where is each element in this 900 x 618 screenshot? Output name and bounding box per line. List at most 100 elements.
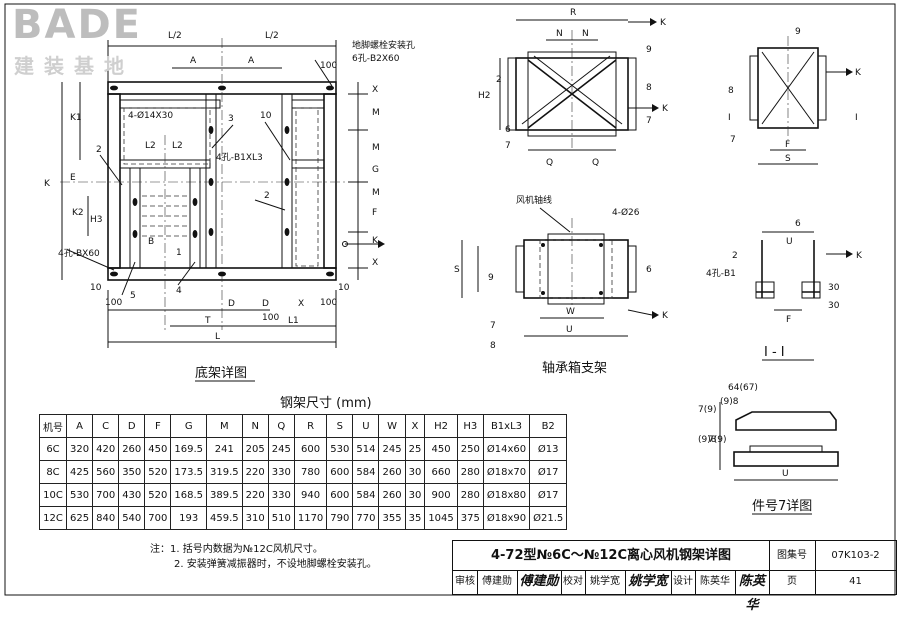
- label-Q-1: Q: [546, 158, 553, 168]
- table-cell: 260: [118, 437, 146, 461]
- table-cell: 600: [326, 460, 354, 484]
- table-cell: 220: [241, 483, 269, 507]
- label-8-plan: 8: [490, 341, 496, 351]
- label-L2-b: L2: [172, 141, 183, 151]
- header-cell: D: [118, 414, 146, 438]
- label-B: B: [148, 237, 154, 247]
- label-anchor-spec: 6孔-B2X60: [352, 53, 400, 64]
- table-header-row: 机号 A C D F G M N Q R S U W X H2 H3 B1xL3…: [39, 414, 568, 438]
- header-cell: B2: [529, 414, 568, 438]
- table-cell: 260: [378, 483, 406, 507]
- side-view: 9 8 7 K I I F S: [728, 27, 862, 165]
- label-100-br: 100: [320, 298, 337, 308]
- drawing-title: 4-72型№6C～№12C离心风机钢架详图: [453, 541, 770, 570]
- table-cell: 193: [170, 506, 208, 530]
- label-R: R: [570, 8, 576, 18]
- table-cell: 350: [118, 460, 146, 484]
- table-cell: Ø18x80: [482, 483, 531, 507]
- label-8-side: 8: [728, 86, 734, 96]
- dimension-table: 机号 A C D F G M N Q R S U W X H2 H3 B1xL3…: [39, 414, 568, 530]
- sheet-border: [4, 3, 896, 596]
- table-cell: 220: [241, 460, 269, 484]
- label-H3: H3: [90, 215, 103, 225]
- label-F-section: F: [786, 315, 791, 325]
- table-cell: 420: [92, 437, 120, 461]
- label-holes-26: 4-Ø26: [612, 207, 640, 218]
- section-view: 6 U 2 4孔-B1 K F 30 30 I - I: [706, 219, 863, 361]
- part7-caption: 件号7详图: [752, 499, 812, 514]
- label-30-a: 30: [828, 283, 840, 293]
- bearing-plan-view: 风机轴线 4-Ø26 S 9 W U 6 7 8 K 轴承箱支架: [454, 194, 669, 376]
- label-2-bearing: 2: [496, 75, 502, 85]
- header-cell: U: [352, 414, 380, 438]
- right-member: [281, 93, 293, 269]
- bolt-holes: [110, 85, 334, 277]
- brand-logo: BADE: [12, 2, 142, 48]
- table-cell: 530: [65, 483, 94, 507]
- label-4: 4: [176, 286, 182, 296]
- label-100-bl: 100: [105, 298, 122, 308]
- label-D-1: D: [228, 299, 235, 309]
- table-cell: 169.5: [170, 437, 208, 461]
- label-W: W: [566, 307, 575, 317]
- table-cell: 425: [65, 460, 94, 484]
- label-T: T: [204, 316, 211, 326]
- label-9-top: 9: [646, 45, 652, 55]
- checker-signature: 姚学宽: [625, 570, 672, 594]
- label-E: E: [70, 173, 76, 183]
- label-9-plan: 9: [488, 273, 494, 283]
- label-3: 3: [228, 114, 234, 124]
- label-K1: K1: [70, 113, 82, 123]
- label-A-1: A: [190, 56, 197, 66]
- table-cell: 330: [267, 460, 295, 484]
- label-2-section: 2: [732, 251, 738, 261]
- header-cell: H3: [456, 414, 484, 438]
- table-cell: 320: [65, 437, 94, 461]
- table-cell: 205: [241, 437, 269, 461]
- label-7-side: 7: [730, 135, 736, 145]
- designer-signature: 陈英华: [735, 570, 770, 613]
- label-part7-79: 7(9): [698, 405, 716, 415]
- label-U-section: U: [786, 237, 793, 247]
- table-cell: 173.5: [170, 460, 208, 484]
- table-cell: Ø14x60: [482, 437, 531, 461]
- label-6-top: 6: [505, 125, 511, 135]
- page-label: 页: [769, 570, 816, 594]
- table-cell: 770: [352, 506, 380, 530]
- bearing-top-view: R N N Q Q H2 K K 2 6 7 8 9 7: [478, 8, 669, 168]
- label-I-right: I: [855, 113, 858, 123]
- left-rail: [107, 93, 121, 269]
- support-right: [189, 167, 201, 269]
- label-S-side: S: [785, 154, 791, 164]
- label-9-side: 9: [795, 27, 801, 37]
- label-F-side: F: [785, 140, 790, 150]
- table-cell: Ø17: [529, 460, 568, 484]
- label-N-1: N: [556, 29, 563, 39]
- table-cell: 330: [267, 483, 295, 507]
- label-I-left: I: [728, 113, 731, 123]
- label-holes-BX: 4孔-BX60: [58, 248, 100, 259]
- chassis-detail: 底架详图 L/2 L/2 A A 地脚螺栓安装孔 6孔-B2X60 100 K …: [44, 31, 415, 382]
- reviewer-name: 傅建勋: [477, 570, 518, 594]
- checker-name: 姚学宽: [585, 570, 626, 594]
- table-cell: Ø18x90: [482, 506, 531, 530]
- label-8-top: 8: [646, 83, 652, 93]
- label-K-top: K: [660, 18, 667, 28]
- table-cell: 250: [456, 437, 484, 461]
- table-cell: 30: [404, 460, 426, 484]
- table-cell: 375: [456, 506, 484, 530]
- table-cell: 584: [352, 483, 380, 507]
- table-cell: 514: [352, 437, 380, 461]
- label-Q-2: Q: [592, 158, 599, 168]
- label-S-bearing: S: [454, 265, 460, 275]
- brand-subtitle: 建装基地: [14, 54, 134, 78]
- right-outline: [295, 107, 319, 267]
- table-cell: Ø21.5: [529, 506, 568, 530]
- table-cell: 530: [326, 437, 354, 461]
- table-cell: 600: [326, 483, 354, 507]
- table-cell: 245: [378, 437, 406, 461]
- table-cell: 510: [267, 506, 295, 530]
- short-beam-mid: [291, 159, 325, 169]
